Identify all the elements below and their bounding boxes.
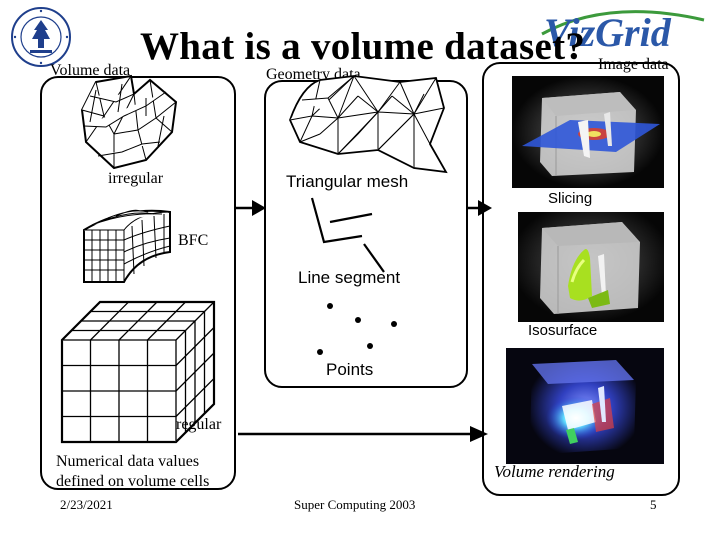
points-label: Points <box>326 360 374 379</box>
footer-date: 2/23/2021 <box>60 497 113 512</box>
volume-data-panel <box>40 76 236 490</box>
note-line-1: Numerical data values <box>56 453 200 470</box>
volume-rendering-image <box>506 348 664 464</box>
slicing-image <box>512 76 664 188</box>
image-data-panel <box>482 62 680 496</box>
footer-event: Super Computing 2003 <box>294 497 416 512</box>
volume-data-label: Volume data <box>50 62 131 79</box>
numerical-data-note: Numerical data values defined on volume … <box>56 452 209 492</box>
line-segment-label: Line segment <box>298 268 401 287</box>
image-data-label: Image data <box>598 56 669 73</box>
footer-page-number: 5 <box>650 497 657 512</box>
slide-title: What is a volume dataset? <box>140 25 586 68</box>
volume-rendering-label: Volume rendering <box>494 462 615 481</box>
irregular-grid-figure <box>76 72 186 172</box>
slicing-label: Slicing <box>548 190 593 207</box>
points-figure <box>310 296 410 360</box>
svg-text:VizGrid: VizGrid <box>544 10 672 54</box>
isosurface-label: Isosurface <box>528 322 598 339</box>
university-seal <box>10 6 72 68</box>
triangular-mesh-label: Triangular mesh <box>286 172 409 191</box>
irregular-label: irregular <box>108 170 164 187</box>
triangular-mesh-figure <box>282 72 452 176</box>
vizgrid-logo: VizGrid <box>538 4 708 55</box>
regular-grid-figure <box>56 296 220 446</box>
bfc-label: BFC <box>178 232 209 249</box>
regular-label: regular <box>176 416 222 433</box>
bfc-grid-figure <box>78 204 174 288</box>
line-segment-figure <box>300 192 410 274</box>
isosurface-image <box>518 212 664 322</box>
note-line-2: defined on volume cells <box>56 473 210 490</box>
